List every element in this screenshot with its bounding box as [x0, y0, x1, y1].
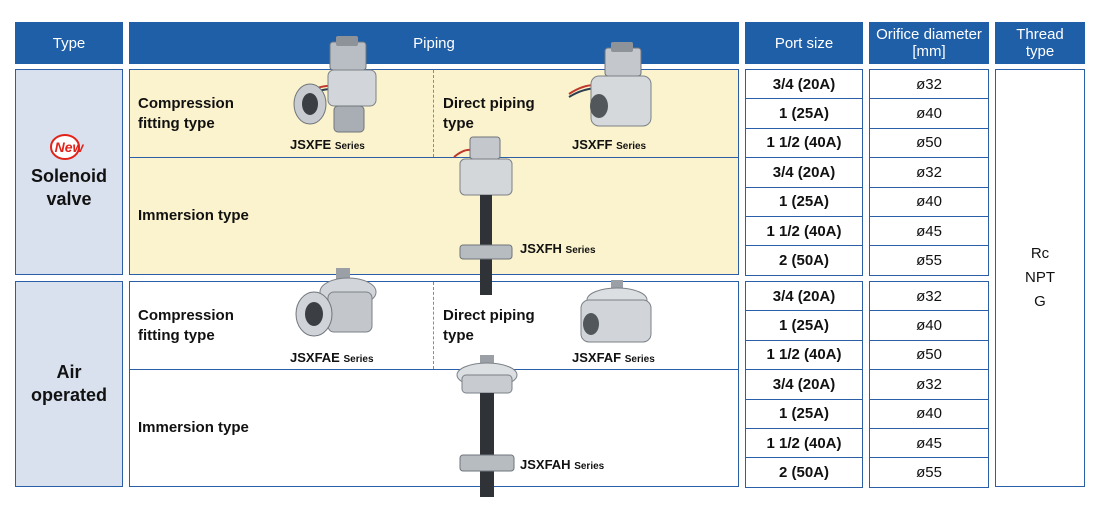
- orifice-cell: ø40: [869, 186, 989, 217]
- port-size-cell: 1 (25A): [745, 398, 863, 429]
- thread-npt: NPT: [1025, 269, 1055, 286]
- header-piping: Piping: [129, 22, 739, 64]
- port-size-cell: 1 1/2 (40A): [745, 339, 863, 371]
- thread-rc: Rc: [1030, 245, 1050, 262]
- header-type: Type: [15, 22, 123, 64]
- header-orifice: Orifice diameter[mm]: [869, 22, 989, 64]
- orifice-cell: ø32: [869, 281, 989, 312]
- divider: [129, 157, 739, 158]
- series-jsxfh: JSXFH Series: [520, 241, 596, 256]
- orifice-cell: ø55: [869, 245, 989, 276]
- orifice-cell: ø55: [869, 457, 989, 488]
- series-jsxfaf: JSXFAF Series: [572, 350, 655, 365]
- solenoid-immersion-label: Immersion type: [138, 207, 249, 224]
- port-size-cell: 1 1/2 (40A): [745, 127, 863, 159]
- series-jsxfe: JSXFE Series: [290, 137, 365, 152]
- jsxfe-valve-image: [293, 36, 377, 133]
- divider-dashed: [433, 70, 434, 157]
- port-size-cell: 2 (50A): [745, 457, 863, 488]
- orifice-cell: ø40: [869, 398, 989, 429]
- port-size-cell: 1 (25A): [745, 186, 863, 217]
- jsxfah-valve-image: [456, 355, 518, 497]
- jsxff-valve-image: [568, 42, 652, 127]
- thread-type-cell: Rc NPT G: [995, 69, 1085, 487]
- port-size-cell: 1 (25A): [745, 98, 863, 129]
- port-size-cell: 1 1/2 (40A): [745, 216, 863, 247]
- jsxfh-valve-image: [453, 136, 513, 295]
- series-jsxfae: JSXFAE Series: [290, 350, 374, 365]
- port-size-cell: 3/4 (20A): [745, 369, 863, 400]
- divider-dashed: [433, 282, 434, 369]
- orifice-cell: ø32: [869, 69, 989, 100]
- orifice-cell: ø45: [869, 428, 989, 459]
- series-jsxff: JSXFF Series: [572, 137, 647, 152]
- series-jsxfah: JSXFAH Series: [520, 457, 605, 472]
- orifice-cell: ø50: [869, 127, 989, 159]
- svg-text:New: New: [55, 139, 85, 155]
- orifice-cell: ø32: [869, 369, 989, 400]
- jsxfaf-valve-image: [580, 280, 652, 343]
- new-badge-icon: New: [50, 134, 85, 160]
- port-size-cell: 2 (50A): [745, 245, 863, 276]
- orifice-cell: ø40: [869, 310, 989, 341]
- orifice-cell: ø40: [869, 98, 989, 129]
- port-size-cell: 1 (25A): [745, 310, 863, 341]
- type-solenoid: New Solenoid valve: [15, 69, 123, 275]
- port-size-cell: 3/4 (20A): [745, 281, 863, 312]
- air-immersion-label: Immersion type: [138, 419, 249, 436]
- orifice-cell: ø50: [869, 339, 989, 371]
- orifice-cell: ø32: [869, 157, 989, 188]
- port-size-cell: 1 1/2 (40A): [745, 428, 863, 459]
- port-size-cell: 3/4 (20A): [745, 157, 863, 188]
- port-size-cell: 3/4 (20A): [745, 69, 863, 100]
- divider: [129, 369, 739, 370]
- header-port-size: Port size: [745, 22, 863, 64]
- thread-g: G: [1034, 293, 1046, 310]
- type-air-operated: Air operated: [15, 281, 123, 487]
- jsxfae-valve-image: [295, 268, 377, 337]
- orifice-cell: ø45: [869, 216, 989, 247]
